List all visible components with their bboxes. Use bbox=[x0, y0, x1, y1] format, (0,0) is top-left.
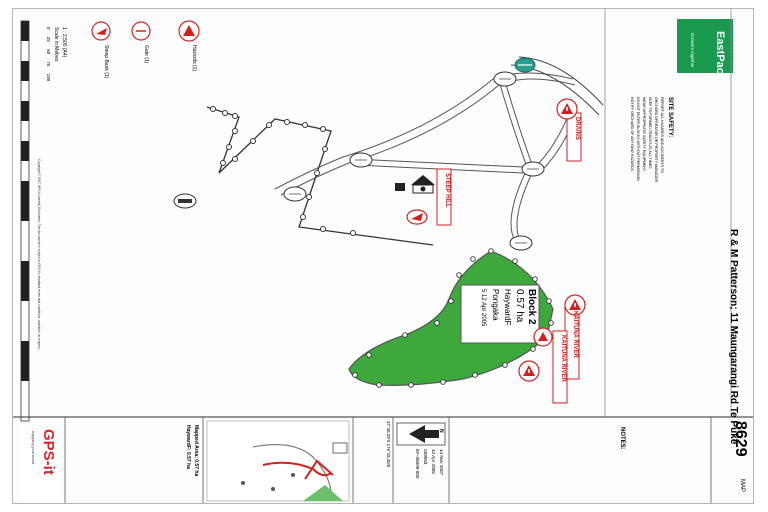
eastpack-logo bbox=[677, 19, 733, 73]
hazard-triangle-icons bbox=[518, 98, 586, 382]
block-variety: HaywardF bbox=[503, 289, 512, 326]
block-area: 0.57 ha bbox=[514, 289, 525, 323]
gates bbox=[283, 71, 545, 251]
north-arrow-icon bbox=[396, 422, 446, 446]
scale-tick: 50 bbox=[46, 49, 51, 55]
inset-map bbox=[206, 420, 350, 502]
steep-bank-legend-icon bbox=[91, 21, 111, 41]
site-safety-line: ORCHARD OPERATOR OR PROPERTY MANAGER bbox=[654, 97, 658, 183]
site-safety-heading: SITE SAFETY: bbox=[667, 97, 673, 138]
steep-bank-icon bbox=[406, 209, 428, 225]
scale-tick: 75 bbox=[46, 61, 51, 67]
map-sheet: R & M Patterson; 11 Maungarangi Rd Te Pu… bbox=[12, 8, 754, 504]
gate-circle-icon bbox=[131, 21, 151, 41]
hazard-box-steep-hill bbox=[436, 168, 452, 226]
info-date: 14 Nov 2007 bbox=[439, 449, 444, 476]
map-title: R & M Patterson; 11 Maungarangi Rd Te Pu… bbox=[728, 229, 739, 445]
gate-ticks bbox=[289, 78, 539, 244]
fence-line bbox=[206, 106, 434, 246]
scale-tick: 25 bbox=[46, 36, 51, 42]
scale-bar bbox=[20, 20, 30, 422]
gate-marker-icon bbox=[173, 193, 197, 209]
info-date: 12 Apr 2005 bbox=[431, 449, 436, 474]
scale-tick: 0 bbox=[46, 27, 51, 30]
scale-units: Scale in Metres bbox=[53, 27, 59, 62]
legend-icons bbox=[91, 20, 200, 42]
legend-label-gate: Gate (1) bbox=[143, 45, 149, 64]
block-owner: Pongaka bbox=[491, 289, 500, 321]
hazard-label-drains: DRAINS bbox=[574, 117, 580, 141]
copyright-text: Copyright © 2007 GPS-it Limited; Disclai… bbox=[37, 159, 41, 350]
info-ref: 269063 bbox=[423, 449, 428, 465]
hazard-label-kaituna-1: KAITUNA RIVER bbox=[572, 311, 578, 358]
summary-hayward: HaywardF: 0.57 ha bbox=[185, 425, 191, 469]
map-canvas bbox=[13, 9, 753, 503]
eastpack-logo-subtext: Growers together bbox=[690, 33, 695, 68]
north-label: N bbox=[438, 429, 444, 433]
gps-it-logo-text: GPS-it bbox=[40, 429, 57, 475]
map-number: 8629 bbox=[732, 421, 749, 457]
map-code: MAP bbox=[739, 479, 745, 493]
site-safety-line: DO NOT ENTER BLOCKS WITHOUT PERMISSION bbox=[636, 97, 640, 181]
scale-ticks: 0 25 50 75 100 bbox=[46, 27, 51, 81]
block-date: 5 12 Apr 2005 bbox=[480, 289, 486, 327]
summary-mapped: Mapped Area: 0.57 ha bbox=[193, 425, 199, 477]
hazard-label-steep-hill: STEEP HILL bbox=[444, 173, 450, 208]
block-label: Block 2 0.57 ha HaywardF Pongaka 5 12 Ap… bbox=[477, 289, 537, 326]
block-label-box bbox=[460, 284, 540, 344]
info-code: EF-45099-000 bbox=[415, 449, 420, 479]
gps-it-logo bbox=[21, 425, 61, 501]
entry-gate-icon bbox=[514, 57, 536, 73]
info-block: 14 Nov 2007 12 Apr 2005 269063 EF-45099-… bbox=[413, 449, 445, 478]
site-safety-list: REPORT ALL HAZARDS AND ACCIDENTS TO ORCH… bbox=[629, 97, 665, 182]
hazard-box-kaituna-2 bbox=[552, 330, 568, 404]
site-safety-line: REPORT ALL HAZARDS AND ACCIDENTS TO bbox=[660, 97, 664, 173]
gps-it-subtext: mapping your world bbox=[31, 431, 35, 465]
scale-tick: 100 bbox=[46, 73, 51, 82]
hazard-label-kaituna-2: KAITUNA RIVER bbox=[560, 335, 566, 382]
site-safety-line: NOTIFY ORCHARD OF ANY NEW HAZARDS bbox=[630, 97, 634, 171]
block-name: Block 2 bbox=[526, 289, 537, 325]
house-icon bbox=[395, 175, 435, 194]
scale-ratio: 1 : 2,500 (A4) bbox=[61, 27, 67, 58]
legend-label-hazards: Hazards (1) bbox=[191, 45, 197, 72]
notes-heading: NOTES: bbox=[619, 427, 625, 450]
info-coords: 37°48.29'S 176°18.45'E bbox=[386, 421, 391, 468]
legend-label-steep-bank: Steep Bank (1) bbox=[103, 45, 109, 79]
hazard-triangle-icon bbox=[178, 20, 200, 42]
eastpack-logo-text: EastPack bbox=[714, 31, 726, 80]
site-safety-line: WEAR APPROPRIATE SAFETY EQUIPMENT bbox=[642, 97, 646, 172]
